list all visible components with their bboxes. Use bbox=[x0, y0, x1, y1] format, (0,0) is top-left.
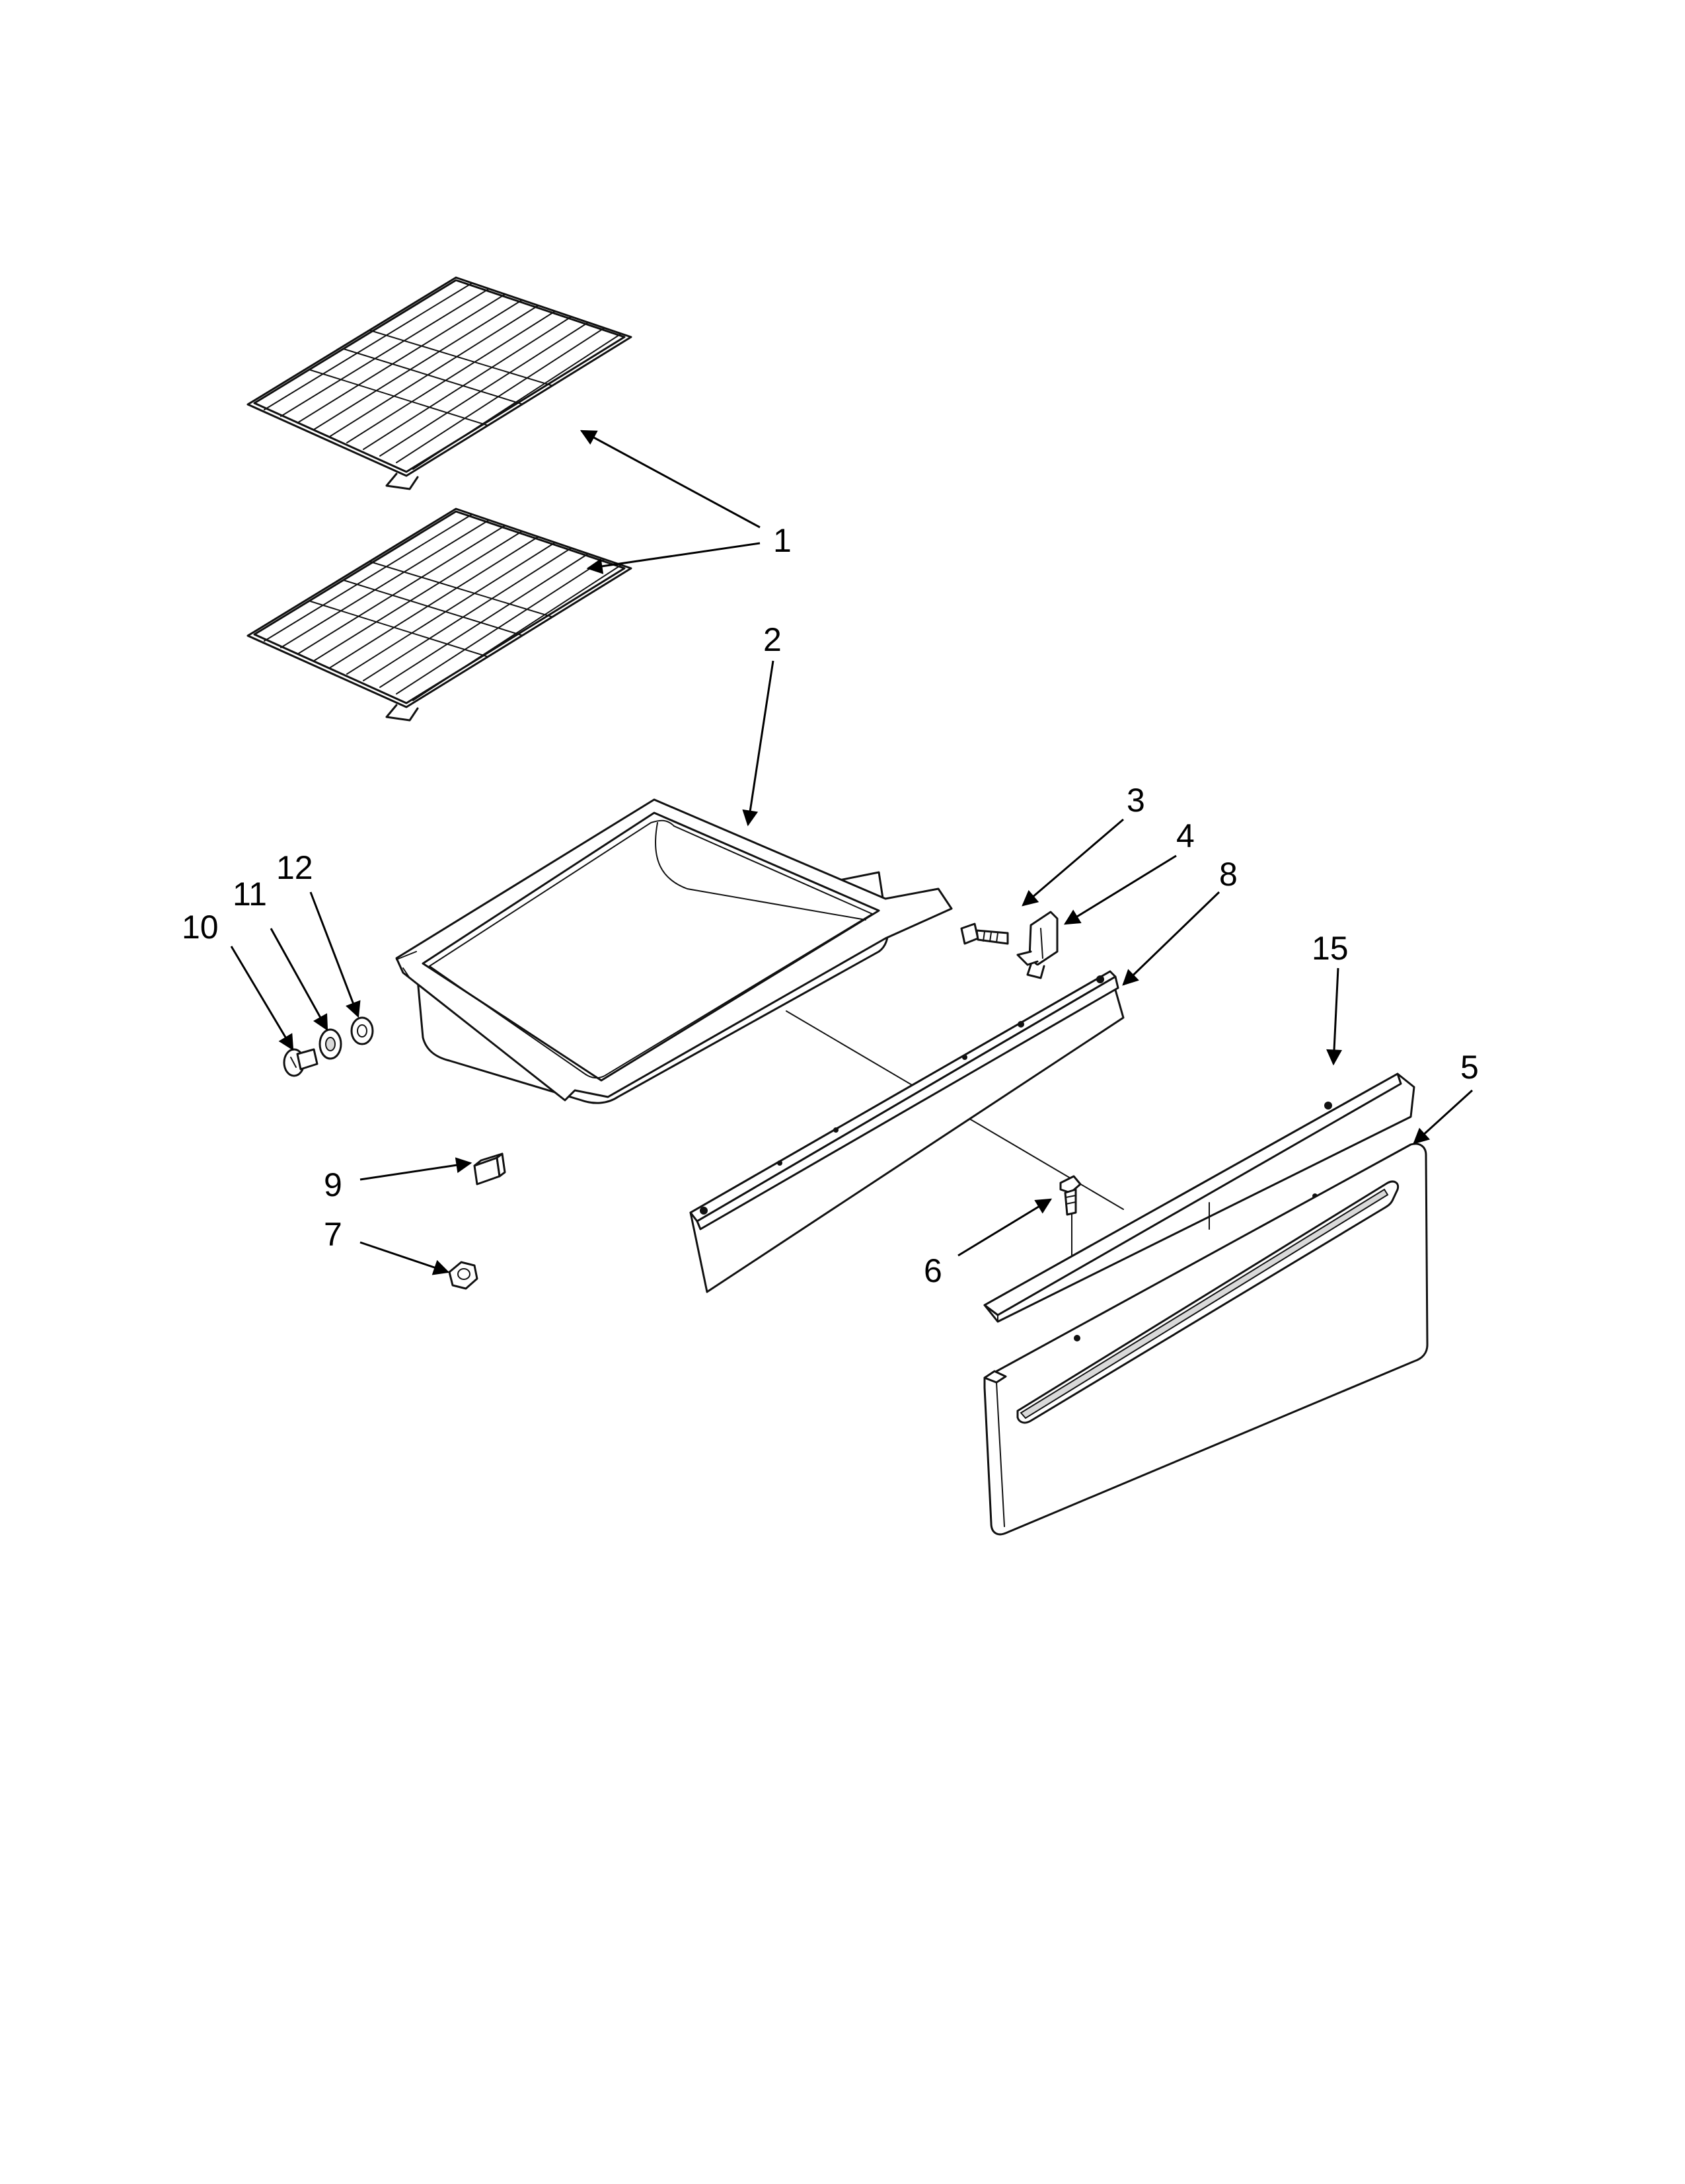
callout-2: 2 bbox=[763, 621, 782, 658]
shoulder-screw bbox=[283, 1048, 318, 1077]
oven-rack-upper bbox=[246, 276, 632, 490]
callout-5: 5 bbox=[1460, 1049, 1479, 1086]
front-bracket bbox=[983, 1073, 1415, 1323]
bumper bbox=[473, 1152, 506, 1186]
callout-1: 1 bbox=[773, 522, 792, 559]
washer bbox=[318, 1028, 342, 1060]
slide-rail bbox=[689, 970, 1125, 1293]
screw bbox=[960, 923, 1009, 945]
callout-15: 15 bbox=[1312, 930, 1349, 967]
callout-7: 7 bbox=[324, 1216, 342, 1253]
callout-3: 3 bbox=[1127, 782, 1145, 819]
nut bbox=[448, 1261, 478, 1290]
drawer-pan bbox=[395, 798, 953, 1104]
drawer-front-panel bbox=[983, 1143, 1429, 1536]
roller bbox=[350, 1016, 374, 1045]
leader-lines bbox=[230, 430, 1474, 1275]
callout-10: 10 bbox=[182, 909, 219, 946]
callout-4: 4 bbox=[1176, 817, 1195, 854]
clip bbox=[1016, 911, 1059, 979]
callout-6: 6 bbox=[924, 1252, 942, 1289]
oven-rack-lower bbox=[246, 508, 632, 722]
callout-11: 11 bbox=[233, 876, 267, 913]
callout-8: 8 bbox=[1219, 856, 1238, 893]
callout-labels: 1 2 3 4 5 6 7 8 9 10 11 12 15 bbox=[182, 522, 1479, 1289]
callout-9: 9 bbox=[324, 1166, 342, 1203]
callout-12: 12 bbox=[276, 849, 313, 886]
